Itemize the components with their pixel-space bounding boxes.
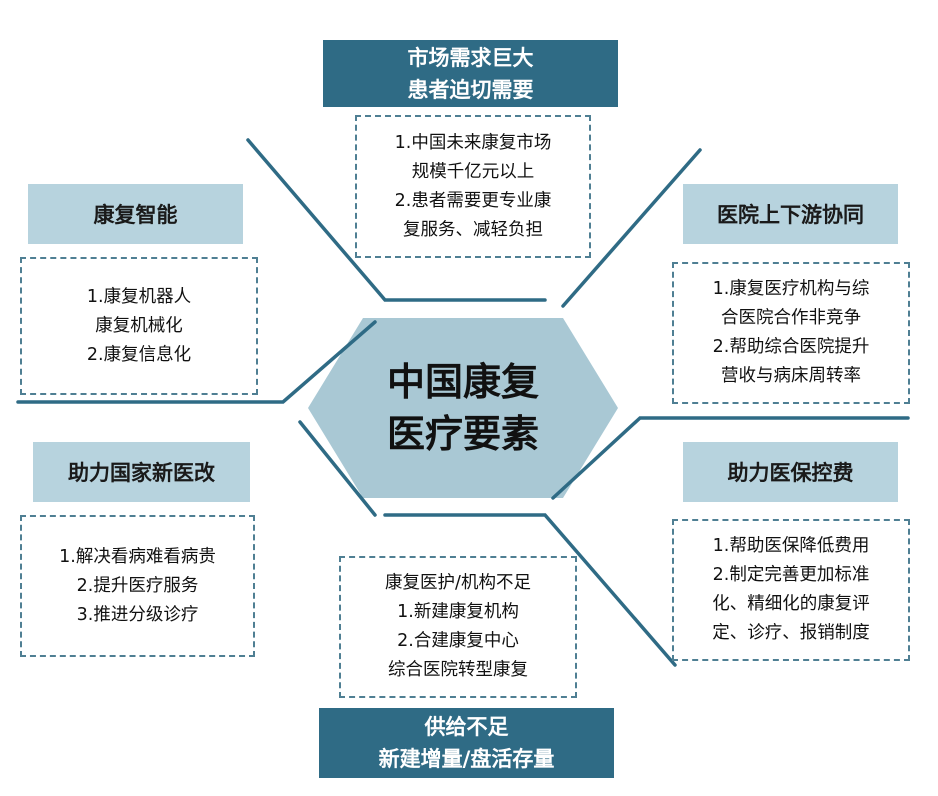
top-item: 规模千亿元以上 <box>411 161 535 182</box>
top-header-line2: 患者迫切需要 <box>407 77 534 102</box>
line-top-left <box>246 138 547 302</box>
bottom-right-item: 定、诊疗、报销制度 <box>712 623 870 643</box>
top-left-header-text: 康复智能 <box>93 203 178 227</box>
top-left-header: 康复智能 <box>28 184 243 244</box>
top-left-item: 1.康复机器人 <box>86 286 192 307</box>
top-left-item: 康复机械化 <box>95 315 183 336</box>
bottom-right-item: 2.制定完善更加标准 <box>712 565 870 585</box>
top-left-box: 1.康复机器人 康复机械化 2.康复信息化 <box>20 257 258 395</box>
bottom-header-line1: 供给不足 <box>424 715 509 739</box>
line-bottom-left <box>298 420 377 517</box>
top-right-item: 营收与病床周转率 <box>721 366 861 386</box>
top-right-header-text: 医院上下游协同 <box>717 203 864 227</box>
bottom-left-item: 2.提升医疗服务 <box>76 575 199 596</box>
top-right-item: 2.帮助综合医院提升 <box>712 337 870 357</box>
line-mid-right <box>551 416 910 500</box>
center-title: 中国康复 医疗要素 <box>308 318 618 498</box>
bottom-box: 康复医护/机构不足 1.新建康复机构 2.合建康复中心 综合医院转型康复 <box>339 556 577 698</box>
line-bottom-right <box>383 513 677 667</box>
center-title-line2: 医疗要素 <box>386 412 539 456</box>
bottom-item: 1.新建康复机构 <box>397 602 519 622</box>
top-left-item: 2.康复信息化 <box>86 344 192 365</box>
bottom-left-header: 助力国家新医改 <box>33 442 250 502</box>
bottom-right-header-text: 助力医保控费 <box>727 461 854 485</box>
bottom-right-item: 化、精细化的康复评 <box>712 594 870 614</box>
line-top-right <box>561 148 702 308</box>
bottom-left-item: 3.推进分级诊疗 <box>76 604 199 625</box>
top-right-item: 1.康复医疗机构与综 <box>712 279 870 299</box>
bottom-right-item: 1.帮助医保降低费用 <box>712 536 870 556</box>
center-title-line1: 中国康复 <box>386 360 539 404</box>
top-item: 复服务、减轻负担 <box>403 219 543 240</box>
top-item: 1.中国未来康复市场 <box>394 132 552 153</box>
bottom-item: 康复医护/机构不足 <box>385 573 531 593</box>
bottom-right-header: 助力医保控费 <box>683 442 898 502</box>
bottom-header: 供给不足 新建增量/盘活存量 <box>319 708 614 778</box>
top-right-item: 合医院合作非竞争 <box>721 308 861 328</box>
top-right-header: 医院上下游协同 <box>683 184 898 244</box>
top-box: 1.中国未来康复市场 规模千亿元以上 2.患者需要更专业康 复服务、减轻负担 <box>355 115 591 258</box>
bottom-header-line2: 新建增量/盘活存量 <box>378 747 555 771</box>
top-right-box: 1.康复医疗机构与综 合医院合作非竞争 2.帮助综合医院提升 营收与病床周转率 <box>672 262 910 404</box>
bottom-left-item: 1.解决看病难看病贵 <box>59 546 216 567</box>
bottom-left-box: 1.解决看病难看病贵 2.提升医疗服务 3.推进分级诊疗 <box>20 515 255 657</box>
bottom-item: 综合医院转型康复 <box>388 660 528 680</box>
top-header: 市场需求巨大 患者迫切需要 <box>323 40 618 107</box>
bottom-left-header-text: 助力国家新医改 <box>68 461 215 485</box>
top-header-line1: 市场需求巨大 <box>407 45 534 70</box>
bottom-right-box: 1.帮助医保降低费用 2.制定完善更加标准 化、精细化的康复评 定、诊疗、报销制… <box>672 519 910 661</box>
line-mid-left <box>16 320 377 404</box>
center-hexagon <box>308 318 618 498</box>
top-item: 2.患者需要更专业康 <box>394 190 552 211</box>
bottom-item: 2.合建康复中心 <box>397 631 519 651</box>
